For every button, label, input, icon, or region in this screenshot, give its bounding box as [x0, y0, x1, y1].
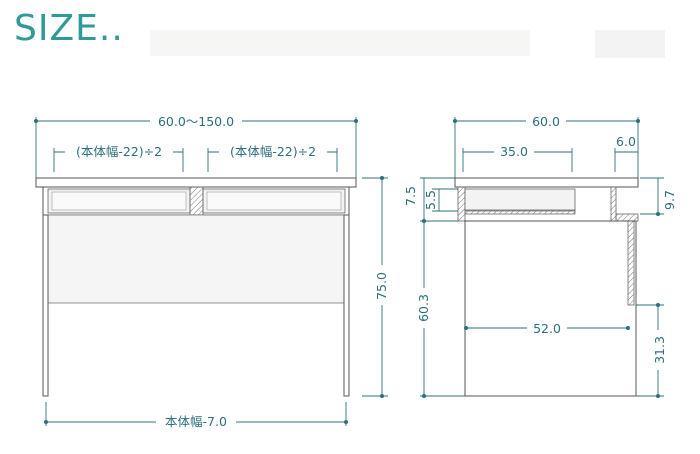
side-view: 60.0 35.0 6.0 7.5 5.5: [403, 112, 677, 398]
front-top-board: [35, 177, 357, 188]
side-rear-rail: [610, 186, 617, 222]
height-label: 75.0: [374, 272, 389, 300]
overall-width-label: 60.0～150.0: [158, 114, 234, 129]
front-leg-left: [42, 214, 49, 397]
panel-bottom-label: 31.3: [652, 336, 667, 364]
side-leg-panel: [464, 220, 637, 397]
leg-span-label: 本体幅-7.0: [165, 414, 227, 429]
knee-clearance-label: 60.3: [416, 294, 431, 322]
front-view: 60.0～150.0 (本体幅-22)÷2 (本体幅-22)÷2 75.0: [34, 112, 390, 430]
page-title: SIZE..: [14, 8, 124, 49]
drawer-depth-label: 35.0: [500, 144, 528, 159]
drawer-width-left-label: (本体幅-22)÷2: [76, 144, 162, 159]
header-wash: [150, 30, 530, 56]
side-top-board: [454, 177, 639, 188]
side-front-apron: [457, 186, 466, 222]
header-wash-right: [595, 30, 665, 58]
side-drawer: [464, 188, 576, 212]
depth-label: 60.0: [532, 114, 560, 129]
center-divider: [189, 186, 204, 216]
modesty-panel: [47, 214, 345, 304]
side-back-panel: [627, 220, 635, 306]
drawer-height-label: 5.5: [423, 190, 438, 210]
top-section-label: 7.5: [403, 186, 418, 206]
setback-label: 6.0: [616, 134, 636, 149]
front-leg-right: [343, 214, 350, 397]
drawer-width-right-label: (本体幅-22)÷2: [230, 144, 316, 159]
top-to-panel-label: 9.7: [662, 190, 677, 210]
panel-depth-label: 52.0: [533, 321, 561, 336]
